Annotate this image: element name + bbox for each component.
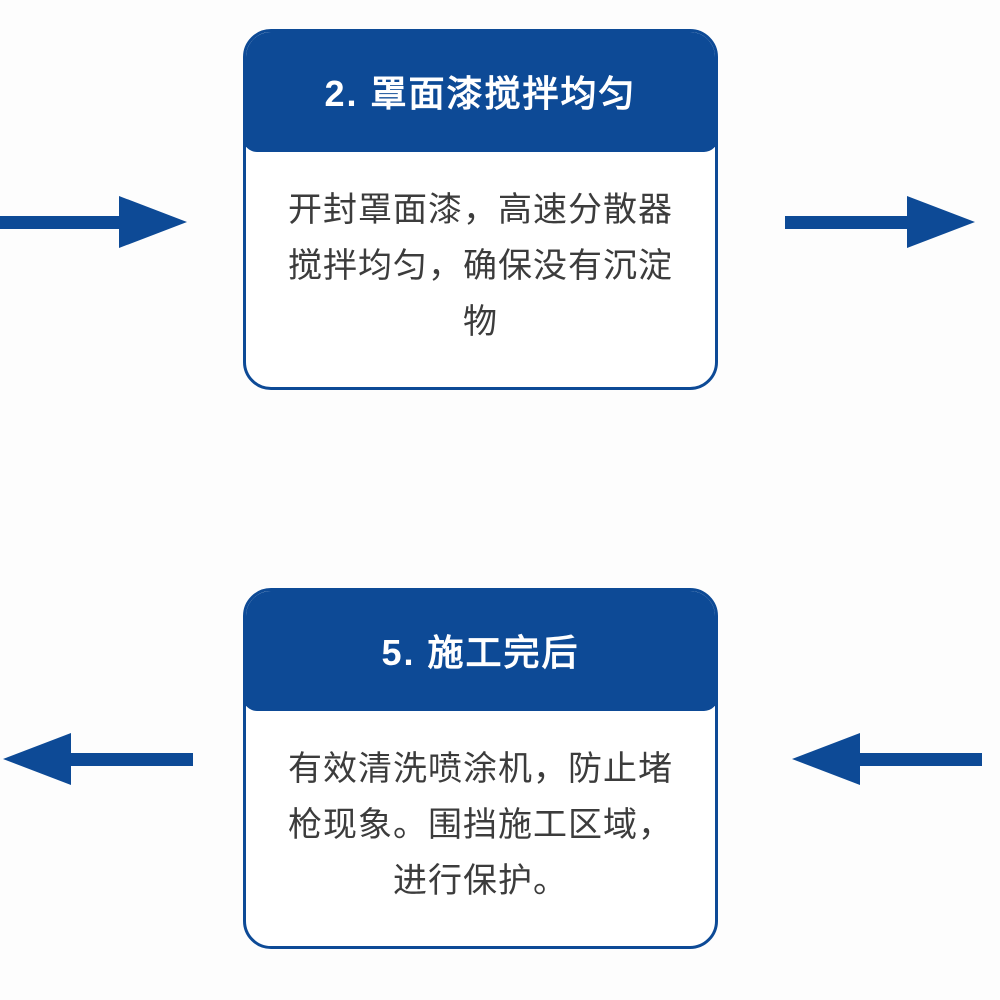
step-card-5-description: 有效清洗喷涂机，防止堵 枪现象。围挡施工区域， 进行保护。: [288, 749, 673, 900]
left-arrow-icon: [0, 731, 193, 787]
step-card-2-header: 2. 罩面漆搅拌均匀: [246, 32, 715, 152]
step-card-2-title: 2. 罩面漆搅拌均匀: [324, 72, 637, 114]
step-card-5-body: 有效清洗喷涂机，防止堵 枪现象。围挡施工区域， 进行保护。: [246, 711, 715, 946]
left-arrow-icon: [787, 731, 982, 787]
step-card-2-body: 开封罩面漆，高速分散器 搅拌均匀，确保没有沉淀 物: [246, 152, 715, 387]
right-arrow-icon: [785, 194, 980, 250]
step-card-5: 5. 施工完后 有效清洗喷涂机，防止堵 枪现象。围挡施工区域， 进行保护。: [243, 588, 718, 949]
step-card-2: 2. 罩面漆搅拌均匀 开封罩面漆，高速分散器 搅拌均匀，确保没有沉淀 物: [243, 29, 718, 390]
right-arrow-icon: [0, 194, 192, 250]
step-card-2-description: 开封罩面漆，高速分散器 搅拌均匀，确保没有沉淀 物: [288, 190, 673, 341]
step-card-5-header: 5. 施工完后: [246, 591, 715, 711]
step-card-5-title: 5. 施工完后: [381, 631, 580, 673]
